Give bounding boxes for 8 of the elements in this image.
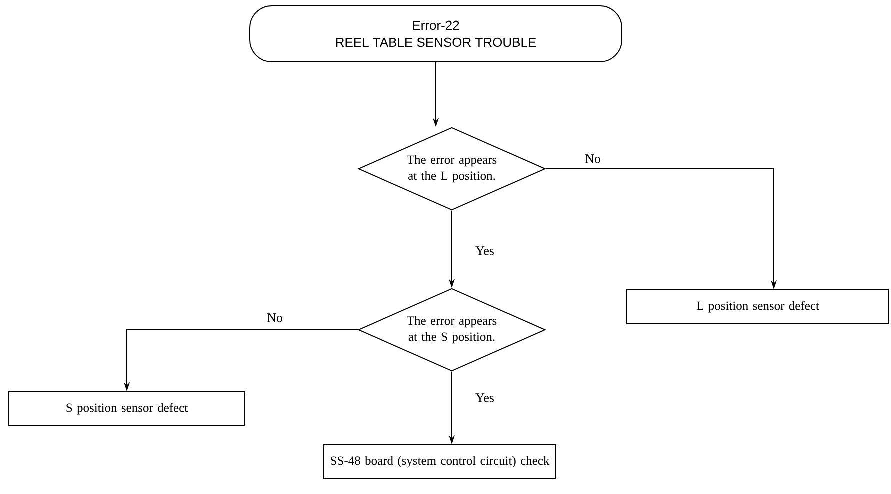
edge-label: Yes — [474, 392, 496, 404]
terminal-box: Error-22 REEL TABLE SENSOR TROUBLE — [250, 6, 622, 62]
process-box: S position sensor defect — [8, 392, 246, 426]
edge-label: No — [584, 154, 602, 164]
edge-label: No — [266, 312, 284, 324]
process-box: L position sensor defect — [626, 290, 890, 324]
edge-label: Yes — [474, 246, 496, 256]
process-box: SS-48 board (system control circuit) check — [324, 444, 556, 480]
